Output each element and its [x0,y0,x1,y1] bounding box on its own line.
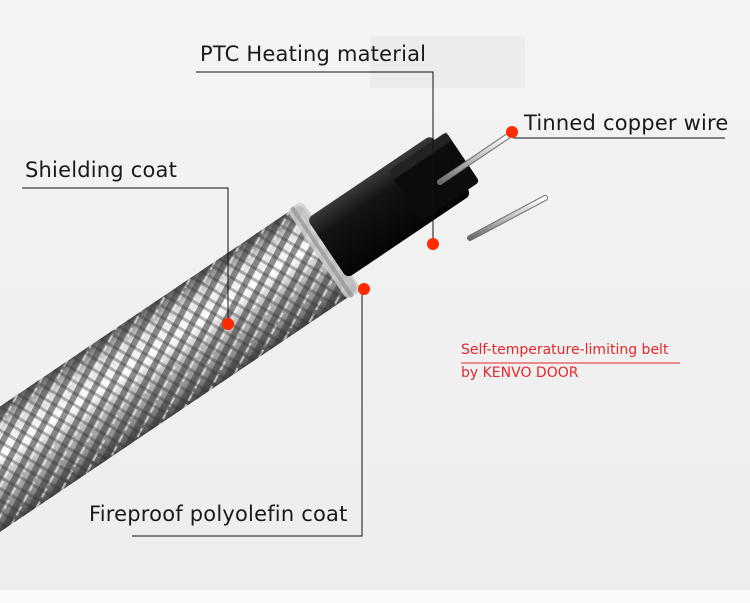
ptc-core [309,132,479,277]
label-fireproof-coat: Fireproof polyolefin coat [89,502,348,526]
marker-ptc [427,238,439,250]
marker-tinned [506,126,518,138]
label-tinned-copper-wire: Tinned copper wire [524,111,729,135]
leader-lines [22,71,725,537]
caption-brand: by KENVO DOOR [461,365,579,381]
label-ptc-heating-material: PTC Heating material [200,42,427,66]
marker-shield [222,318,234,330]
caption-title: Self-temperature-limiting belt [461,342,669,358]
label-shielding-coat: Shielding coat [25,158,178,182]
copper-wires [437,133,548,241]
marker-fireproof [358,283,370,295]
bottom-strip [0,590,750,603]
shielding-braid [0,202,360,550]
markers [222,126,518,330]
